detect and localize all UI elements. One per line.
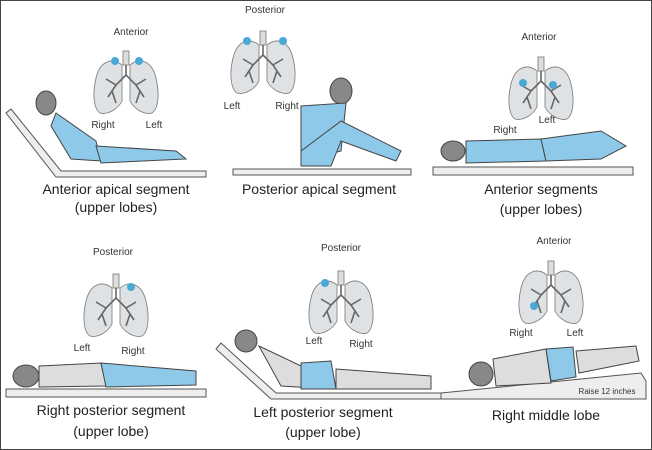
patient-figure-3 — [432, 130, 634, 176]
side-label: Left — [73, 343, 91, 354]
caption: Left posterior segment — [253, 404, 393, 420]
caption: Anterior apical segment — [42, 181, 190, 197]
caption-sub: (upper lobe) — [73, 423, 149, 439]
side-label: Right — [275, 101, 299, 112]
lungs-panel-6 — [518, 260, 584, 325]
view-label: Posterior — [244, 5, 286, 16]
patient-figure-1 — [5, 90, 207, 178]
side-label: Left — [145, 120, 163, 131]
view-label: Anterior — [521, 32, 557, 43]
side-label: Left — [566, 328, 584, 339]
patient-figure-4 — [5, 362, 207, 398]
target-spot — [111, 57, 119, 65]
patient-figure-6 — [440, 345, 647, 400]
caption: Posterior apical segment — [241, 181, 397, 197]
lungs-panel-1 — [93, 50, 159, 115]
raise-note: Raise 12 inches — [578, 387, 636, 396]
side-label: Right — [509, 328, 533, 339]
view-label: Anterior — [536, 236, 572, 247]
patient-figure-5 — [215, 329, 442, 400]
caption: Right middle lobe — [491, 407, 601, 423]
lungs-panel-4 — [83, 273, 149, 338]
side-label: Left — [305, 336, 323, 347]
view-label: Anterior — [113, 27, 149, 38]
view-label: Posterior — [92, 247, 134, 258]
caption: Right posterior segment — [36, 402, 186, 418]
caption-sub: (upper lobes) — [499, 201, 583, 217]
lungs-panel-2 — [230, 30, 296, 95]
side-label: Right — [493, 125, 517, 136]
patient-figure-2 — [232, 77, 412, 176]
view-label: Posterior — [320, 243, 362, 254]
lungs-panel-5 — [308, 270, 374, 335]
side-label: Right — [121, 346, 145, 357]
side-label: Left — [538, 115, 556, 126]
caption-sub: (upper lobe) — [285, 424, 361, 440]
side-label: Right — [349, 339, 373, 350]
caption: Anterior segments — [484, 181, 598, 197]
caption-sub: (upper lobes) — [74, 199, 158, 215]
side-label: Right — [91, 120, 115, 131]
lungs-panel-3 — [508, 56, 574, 121]
side-label: Left — [223, 101, 241, 112]
